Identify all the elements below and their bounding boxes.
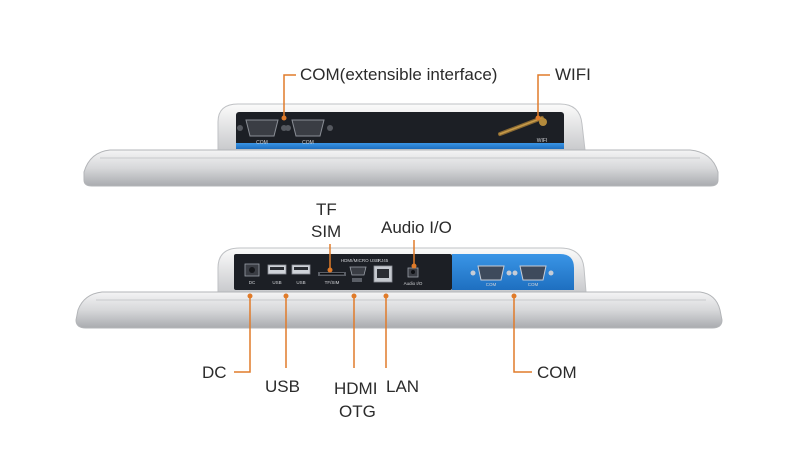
callout-lan: LAN	[386, 377, 420, 396]
dc-port-label: DC	[249, 280, 256, 285]
usb-port-2-label: USB	[296, 280, 305, 285]
audio-port-label: Audio I/O	[404, 281, 423, 286]
top-com-port-1-label: COM	[256, 140, 268, 146]
callout-sim: SIM	[311, 222, 342, 241]
callout-hdmi: HDMI	[334, 379, 378, 398]
usb-port-2-icon	[291, 264, 311, 275]
top-base-plate	[83, 149, 719, 187]
callout-usb: USB	[265, 377, 300, 396]
top-callout-lines	[283, 74, 550, 118]
usb-port-1-icon	[267, 264, 287, 275]
callout-wifi: WIFI	[555, 65, 591, 84]
callout-dc: DC	[202, 363, 227, 382]
top-wifi-port-label: WIFI	[537, 138, 548, 144]
bottom-com-port-1-label: COM	[486, 282, 497, 287]
callout-tf: TF	[316, 200, 337, 219]
callout-com-extensible: COM(extensible interface)	[300, 65, 498, 84]
usb-port-1-label: USB	[272, 280, 281, 285]
bottom-com-port-2-label: COM	[528, 282, 539, 287]
tf-sim-port-label: TF/SIM	[325, 280, 340, 285]
bottom-device: DC USB USB TF/SIM HDMI/MICRO USB RJ45 Au…	[75, 240, 723, 373]
audio-port-icon	[407, 267, 419, 278]
rj45-port-label: RJ45	[378, 258, 389, 263]
bottom-com-port-2	[512, 265, 554, 281]
rj45-port-icon	[373, 265, 393, 283]
tf-sim-slot-icon	[318, 272, 346, 276]
dc-port-icon	[244, 263, 260, 277]
bottom-com-port-1	[470, 265, 512, 281]
top-blue-strip	[236, 143, 564, 149]
top-device: COM COM WIFI	[83, 74, 719, 187]
bottom-callout-dots	[247, 263, 517, 299]
hdmi-otg-port-icon	[349, 266, 367, 282]
wifi-antenna-icon	[498, 116, 547, 136]
top-com-port-2	[285, 119, 333, 137]
callout-otg: OTG	[339, 402, 376, 421]
bottom-base-plate	[75, 291, 723, 329]
hdmi-otg-port-label: HDMI/MICRO USB	[341, 258, 379, 263]
callout-audio-io: Audio I/O	[381, 218, 452, 237]
top-com-port-2-label: COM	[302, 140, 314, 146]
callout-com: COM	[537, 363, 577, 382]
bottom-callout-lines	[234, 240, 532, 373]
